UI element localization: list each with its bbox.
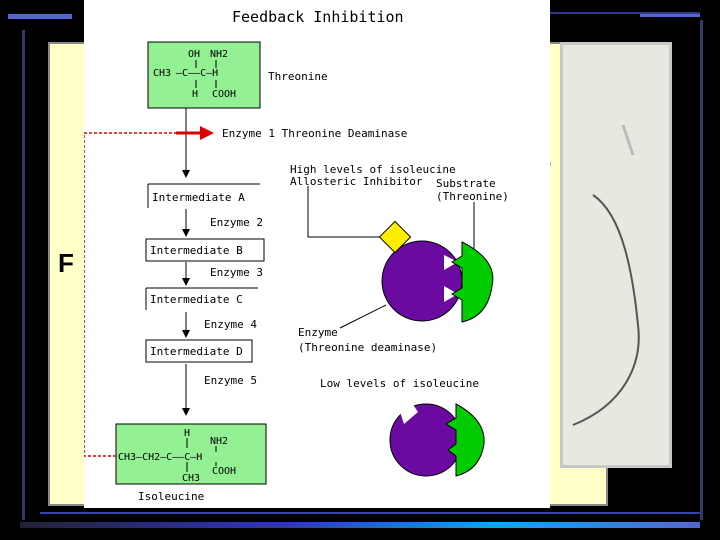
isoleucine-label: Isoleucine bbox=[138, 490, 204, 503]
svg-text:H: H bbox=[184, 428, 190, 439]
substrate-threonine-label: (Threonine) bbox=[436, 190, 509, 203]
enzyme1-label: Enzyme 1 Threonine Deaminase bbox=[222, 127, 407, 140]
svg-text:NH2: NH2 bbox=[210, 436, 228, 447]
top-accent-bar bbox=[8, 14, 72, 19]
enzyme-active-diagram bbox=[389, 400, 485, 477]
isoleucine-molecule-box bbox=[115, 423, 267, 485]
allosteric-inhibitor-shape bbox=[378, 220, 412, 254]
enzyme-inhibited-diagram bbox=[378, 220, 494, 323]
enzyme-leader-line bbox=[339, 304, 387, 329]
svg-text:H: H bbox=[192, 89, 198, 100]
allosteric-inhibitor-label: Allosteric Inhibitor bbox=[290, 175, 423, 188]
intermediate-a-box: Intermediate A bbox=[147, 183, 260, 208]
svg-text:OH: OH bbox=[188, 49, 200, 60]
svg-text:NH2: NH2 bbox=[210, 49, 228, 60]
diagram-title: Feedback Inhibition bbox=[232, 8, 404, 26]
left-accent-line bbox=[22, 30, 25, 520]
top-accent-bar bbox=[640, 12, 700, 17]
substrate-bound-shape bbox=[445, 403, 485, 477]
threonine-deaminase-label: (Threonine deaminase) bbox=[298, 341, 437, 354]
substrate-label: Substrate bbox=[436, 177, 496, 190]
enzyme4-label: Enzyme 4 bbox=[204, 318, 257, 331]
svg-text:COOH: COOH bbox=[212, 89, 236, 100]
threonine-structure: OH NH2 CH3 —C——C—H H COOH bbox=[153, 49, 236, 100]
svg-text:CH3—CH2—C——C—H: CH3—CH2—C——C—H bbox=[118, 452, 202, 463]
intermediate-a-label: Intermediate A bbox=[152, 191, 245, 204]
intermediate-d-box: Intermediate D bbox=[145, 339, 253, 363]
feedback-inhibition-arrow bbox=[176, 126, 214, 140]
side-photo-panel bbox=[560, 42, 672, 468]
svg-text:—C——C—H: —C——C—H bbox=[176, 68, 218, 79]
svg-text:COOH: COOH bbox=[212, 466, 236, 477]
threonine-molecule-box bbox=[147, 41, 261, 109]
right-accent-line bbox=[700, 20, 703, 520]
enzyme-label: Enzyme bbox=[298, 326, 338, 339]
feedback-loop-line bbox=[83, 132, 176, 457]
inhibitor-leader-line bbox=[307, 186, 384, 238]
intermediate-b-label: Intermediate B bbox=[150, 244, 243, 257]
top-accent-line bbox=[550, 12, 700, 14]
diagram-panel: Feedback Inhibition OH NH2 CH3 —C——C—H H… bbox=[83, 0, 550, 508]
substrate-shape bbox=[451, 241, 494, 323]
bottom-accent-line bbox=[40, 512, 700, 514]
enzyme5-label: Enzyme 5 bbox=[204, 374, 257, 387]
high-isoleucine-label: High levels of isoleucine bbox=[290, 163, 456, 176]
intermediate-c-label: Intermediate C bbox=[150, 293, 243, 306]
intermediate-b-box: Intermediate B bbox=[145, 238, 265, 262]
intermediate-d-label: Intermediate D bbox=[150, 345, 243, 358]
threonine-label: Threonine bbox=[268, 70, 328, 83]
slide-text-fragment: F bbox=[58, 248, 74, 278]
side-photo-curve bbox=[572, 124, 640, 426]
intermediate-c-box: Intermediate C bbox=[145, 287, 258, 310]
enzyme2-label: Enzyme 2 bbox=[210, 216, 263, 229]
enzyme3-label: Enzyme 3 bbox=[210, 266, 263, 279]
low-isoleucine-label: Low levels of isoleucine bbox=[320, 377, 479, 390]
svg-text:CH3: CH3 bbox=[182, 473, 200, 484]
bottom-accent-bar bbox=[20, 522, 700, 528]
isoleucine-structure: H NH2 CH3—CH2—C——C—H COOH CH3 bbox=[118, 428, 236, 484]
svg-text:CH3: CH3 bbox=[153, 68, 171, 79]
